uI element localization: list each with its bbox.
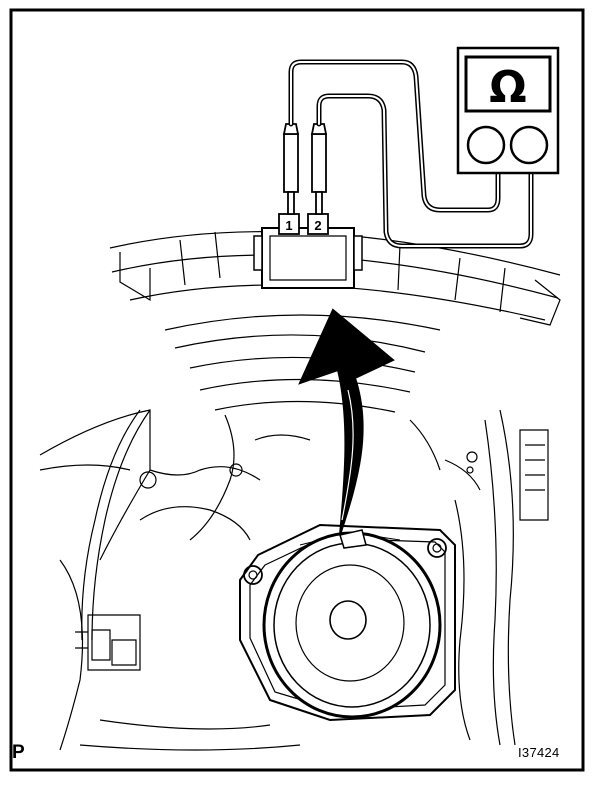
speaker-connector: 1 2 <box>253 213 363 289</box>
meter-jack-right <box>509 125 549 165</box>
removal-arrow <box>298 308 395 536</box>
meter-display <box>464 55 552 113</box>
ohmmeter: Ω <box>456 46 560 175</box>
speaker <box>239 523 456 722</box>
pin-2-label: 2 <box>314 218 321 233</box>
figure-id: I37424 <box>518 745 560 760</box>
frame-border <box>9 8 585 772</box>
meter-jack-left <box>466 125 506 165</box>
ohmmeter-icon: Ω <box>489 62 526 113</box>
pin-1-label: 1 <box>285 218 292 233</box>
corner-mark: P <box>12 742 25 763</box>
tester-probes <box>282 123 328 215</box>
door-panel <box>39 231 561 751</box>
tester-leads <box>288 59 534 249</box>
